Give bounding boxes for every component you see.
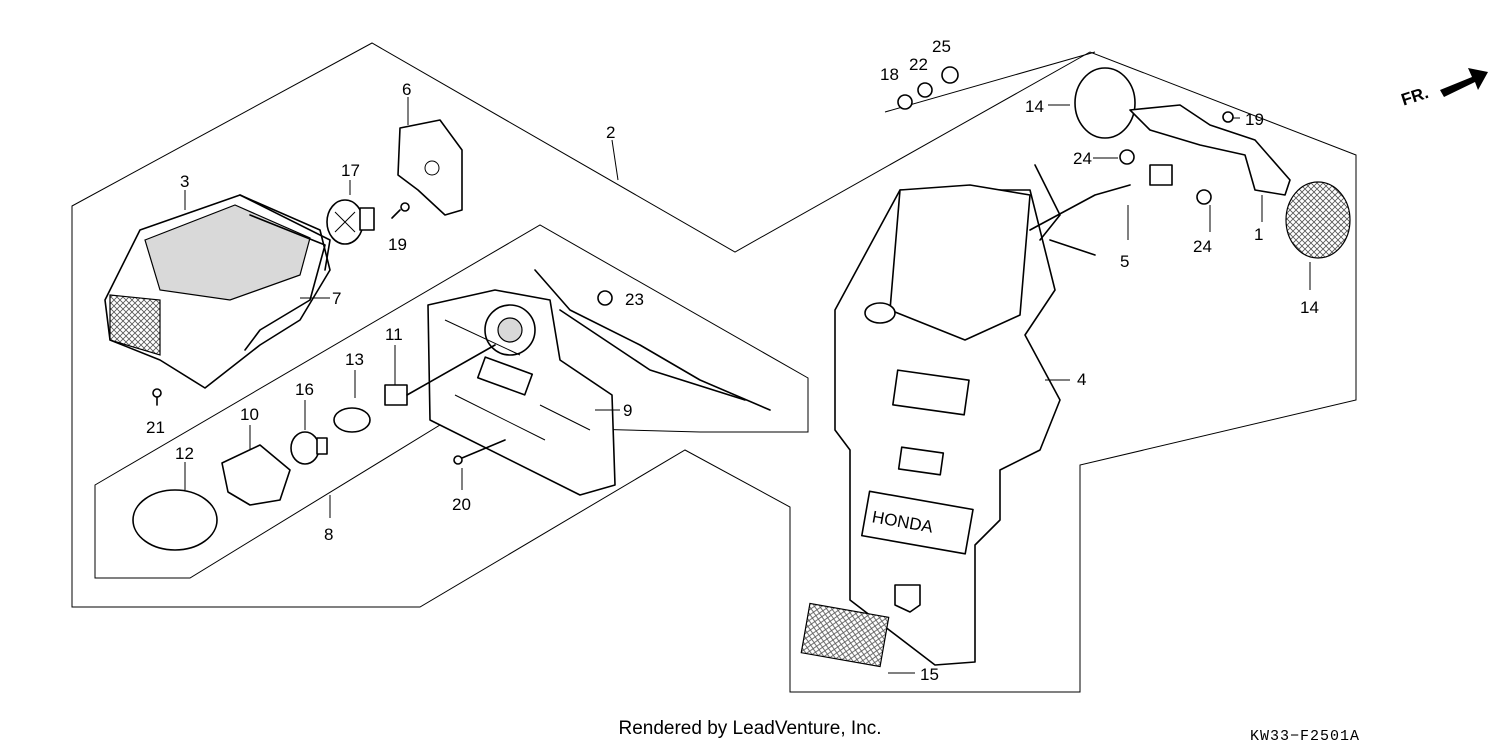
nut-25 — [941, 66, 959, 84]
assembly-outline-right — [884, 51, 1096, 113]
reflector-14-right — [1285, 181, 1351, 259]
bracket-plate-6 — [397, 119, 463, 216]
screw-20 — [453, 439, 506, 465]
callout-14-right: 14 — [1300, 298, 1319, 317]
screw-21 — [152, 388, 162, 406]
gasket-13 — [333, 407, 371, 433]
lens-gasket — [244, 214, 326, 351]
nut-23 — [597, 290, 613, 306]
screw-19-left — [391, 202, 410, 219]
callout-3: 3 — [180, 172, 189, 191]
reflector-14-top — [1074, 67, 1136, 139]
lens-holder-10 — [221, 444, 291, 506]
direction-arrow-icon — [1440, 68, 1488, 97]
callout-1: 1 — [1254, 225, 1263, 244]
leader-lines — [184, 97, 1311, 674]
callout-14-top: 14 — [1025, 97, 1044, 116]
bracket-1 — [1129, 104, 1291, 196]
bulb-16 — [290, 431, 328, 465]
callout-24-bottom: 24 — [1193, 237, 1212, 256]
callout-6: 6 — [402, 80, 411, 99]
callout-5: 5 — [1120, 252, 1129, 271]
callout-24-top: 24 — [1073, 149, 1092, 168]
nut-22 — [917, 82, 933, 98]
callout-22: 22 — [909, 55, 928, 74]
rear-fender-4: HONDA — [834, 184, 1061, 666]
footer-credit: Rendered by LeadVenture, Inc. — [618, 718, 882, 739]
callout-18: 18 — [880, 65, 899, 84]
callout-10: 10 — [240, 405, 259, 424]
license-bracket-9 — [427, 289, 616, 496]
assembly-outline-left — [71, 42, 1357, 693]
callout-17: 17 — [341, 161, 360, 180]
socket-11 — [384, 344, 496, 406]
callout-19-left: 19 — [388, 235, 407, 254]
callout-21: 21 — [146, 418, 165, 437]
callout-labels: 1 2 3 4 5 6 7 8 9 10 11 12 13 14 14 15 1… — [146, 37, 1319, 684]
tail-light-housing — [104, 194, 331, 389]
bulb-17 — [326, 199, 375, 245]
lens-12 — [132, 489, 218, 551]
harness-5 — [1029, 164, 1131, 256]
callout-12: 12 — [175, 444, 194, 463]
callout-23: 23 — [625, 290, 644, 309]
nut-24-bottom — [1196, 189, 1212, 205]
callout-2: 2 — [606, 123, 615, 142]
washer-18 — [897, 94, 913, 110]
direction-label: FR. — [1399, 83, 1431, 110]
callout-7: 7 — [332, 289, 341, 308]
assembly-outline-bulb — [94, 224, 809, 579]
diagram-code: KW33−F2501A — [1249, 728, 1360, 745]
screw-19-right — [1222, 111, 1234, 123]
front-direction-indicator: FR. — [1399, 68, 1488, 110]
callout-11: 11 — [385, 325, 403, 344]
nut-24-top — [1119, 149, 1135, 165]
callout-8: 8 — [324, 525, 333, 544]
callout-9: 9 — [623, 401, 632, 420]
callout-15: 15 — [920, 665, 939, 684]
callout-4: 4 — [1077, 370, 1086, 389]
callout-19-right: 19 — [1245, 110, 1264, 129]
callout-25: 25 — [932, 37, 951, 56]
reflector-15 — [800, 602, 890, 668]
callout-13: 13 — [345, 350, 364, 369]
callout-16: 16 — [295, 380, 314, 399]
callout-20: 20 — [452, 495, 471, 514]
wire-harness — [534, 269, 771, 411]
